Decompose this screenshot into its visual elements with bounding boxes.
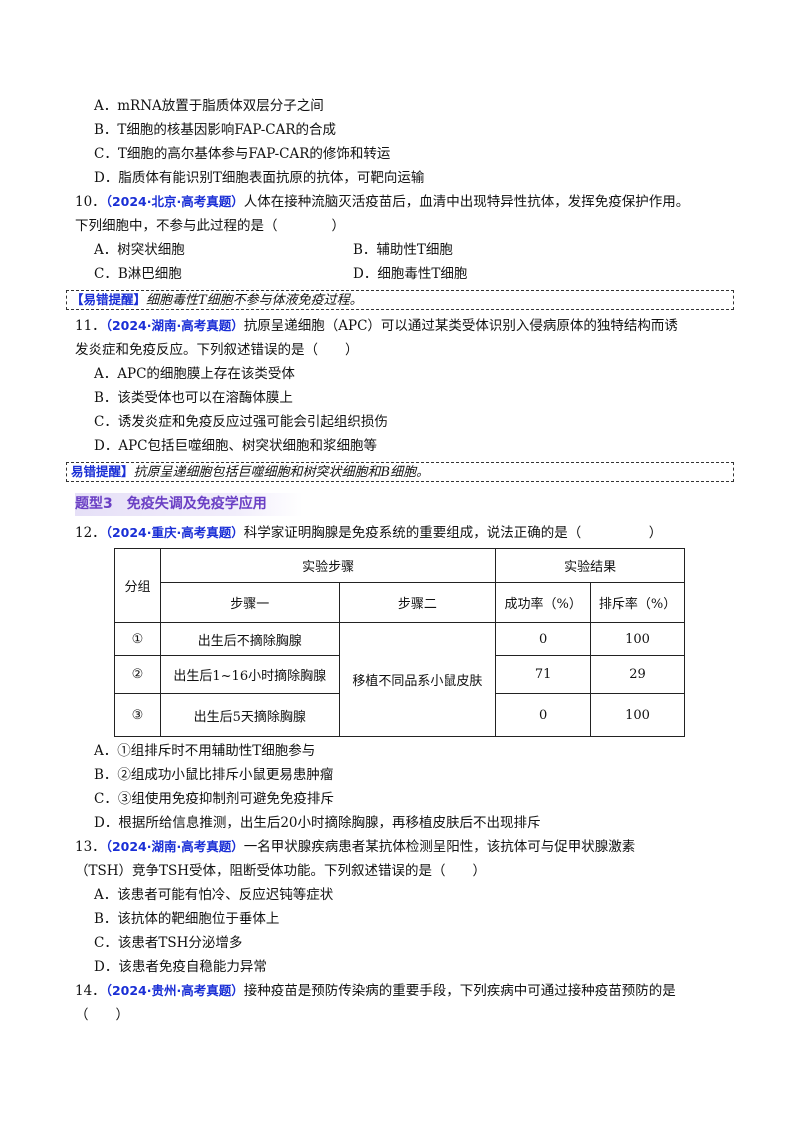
q11-option-d: D．APC包括巨噬细胞、树突状细胞和浆细胞等 [94,438,377,454]
q11-tip-text: 抗原呈递细胞包括巨噬细胞和树突状细胞和B细胞。 [133,465,430,480]
table-cell-step1: 出生后5天摘除胸腺 [159,693,340,737]
q13-stem: 13．（2024·湖南·高考真题）一名甲状腺疾病患者某抗体检测呈阳性，该抗体可与… [75,838,635,856]
table-header-step1: 步骤一 [159,582,340,623]
q10-stem-line2: 下列细胞中，不参与此过程的是（ ） [75,218,345,234]
q10-number: 10． [75,194,106,210]
q12-stem-text: 科学家证明胸腺是免疫系统的重要组成，说法正确的是（ ） [243,525,663,541]
table-cell-group: ① [114,622,161,656]
table-cell-success: 71 [495,655,592,694]
q10-tip-text: 细胞毒性T细胞不参与体液免疫过程。 [146,293,363,308]
table-cell-step1: 出生后不摘除胸腺 [159,622,340,656]
table-header-group: 分组 [114,548,161,623]
q10-tip-tag: 【易错提醒】 [71,292,147,307]
q10-stem: 10．（2024·北京·高考真题）人体在接种流脑灭活疫苗后，血清中出现特异性抗体… [75,193,689,211]
table-cell-reject: 29 [590,655,685,694]
q10-option-b: B．辅助性T细胞 [353,242,453,258]
table-cell-group: ② [114,655,161,694]
q13-number: 13． [75,839,106,855]
table-cell-reject: 100 [590,622,685,656]
q14-number: 14． [75,983,106,999]
table-cell-step2: 移植不同品系小鼠皮肤 [338,622,497,737]
table-header-steps: 实验步骤 [159,548,497,583]
q14-stem-line2: （ ） [75,1007,129,1023]
q10-option-c: C．B淋巴细胞 [94,266,182,282]
q12-number: 12． [75,525,106,541]
q9-option-c: C．T细胞的高尔基体参与FAP-CAR的修饰和转运 [94,146,391,162]
table-header-reject: 排斥率（%） [590,582,685,623]
q11-tip-box: 易错提醒】抗原呈递细胞包括巨噬细胞和树突状细胞和B细胞。 [66,462,734,482]
q10-option-d: D．细胞毒性T细胞 [353,266,468,282]
q11-option-c: C．诱发炎症和免疫反应过强可能会引起组织损伤 [94,414,388,430]
q11-source: （2024·湖南·高考真题） [105,318,244,333]
table-row: ③ 出生后5天摘除胸腺 0 100 [114,693,685,737]
table-cell-reject: 100 [590,693,685,737]
table-cell-success: 0 [495,622,592,656]
table-cell-success: 0 [495,693,592,737]
q11-number: 11． [75,318,106,334]
q9-option-d: D．脂质体有能识别T细胞表面抗原的抗体，可靶向运输 [94,170,425,186]
q13-source: （2024·湖南·高考真题） [105,839,244,854]
table-cell-group: ③ [114,693,161,737]
q11-stem-line1: 抗原呈递细胞（APC）可以通过某类受体识别入侵病原体的独特结构而诱 [243,318,678,334]
q11-stem-line2: 发炎症和免疫反应。下列叙述错误的是（ ） [75,342,359,358]
q10-tip-box: 【易错提醒】细胞毒性T细胞不参与体液免疫过程。 [66,290,734,310]
q12-option-c: C．③组使用免疫抑制剂可避免免疫排斥 [94,791,334,807]
q13-option-a: A．该患者可能有怕冷、反应迟钝等症状 [94,887,334,903]
q11-stem: 11．（2024·湖南·高考真题）抗原呈递细胞（APC）可以通过某类受体识别入侵… [75,317,678,335]
section-title: 题型3 免疫失调及免疫学应用 [75,493,303,516]
q12-source: （2024·重庆·高考真题） [105,525,244,540]
q9-option-b: B．T细胞的核基因影响FAP-CAR的合成 [94,122,337,138]
q13-option-c: C．该患者TSH分泌增多 [94,935,243,951]
q12-option-a: A．①组排斥时不用辅助性T细胞参与 [94,743,316,759]
q9-option-a: A．mRNA放置于脂质体双层分子之间 [94,98,324,114]
table-cell-step1: 出生后1~16小时摘除胸腺 [159,655,340,694]
table-row: ② 出生后1~16小时摘除胸腺 71 29 [114,655,685,694]
q13-option-b: B．该抗体的靶细胞位于垂体上 [94,911,280,927]
q14-source: （2024·贵州·高考真题） [105,983,244,998]
table-header-results: 实验结果 [495,548,685,583]
q13-option-d: D．该患者免疫自稳能力异常 [94,959,267,975]
table-header-success: 成功率（%） [495,582,592,623]
q10-source: （2024·北京·高考真题） [105,194,244,209]
q13-stem-line2: （TSH）竞争TSH受体，阻断受体功能。下列叙述错误的是（ ） [75,863,487,879]
q10-stem-line1: 人体在接种流脑灭活疫苗后，血清中出现特异性抗体，发挥免疫保护作用。 [243,194,690,210]
q12-option-d: D．根据所给信息推测，出生后20小时摘除胸腺，再移植皮肤后不出现排斥 [94,815,541,831]
experiment-table: 分组 实验步骤 实验结果 步骤一 步骤二 成功率（%） 排斥率（%） ① 出生后… [114,548,685,737]
table-row: ① 出生后不摘除胸腺 移植不同品系小鼠皮肤 0 100 [114,622,685,737]
table-header-step2: 步骤二 [338,582,497,623]
q10-option-a: A．树突状细胞 [94,242,185,258]
q14-stem: 14．（2024·贵州·高考真题）接种疫苗是预防传染病的重要手段，下列疾病中可通… [75,982,676,1000]
q13-stem-line1: 一名甲状腺疾病患者某抗体检测呈阳性，该抗体可与促甲状腺激素 [243,839,636,855]
q11-option-a: A．APC的细胞膜上存在该类受体 [94,366,295,382]
q11-option-b: B．该类受体也可以在溶酶体膜上 [94,390,293,406]
q12-option-b: B．②组成功小鼠比排斥小鼠更易患肿瘤 [94,767,334,783]
q12-stem: 12．（2024·重庆·高考真题）科学家证明胸腺是免疫系统的重要组成，说法正确的… [75,524,662,542]
q14-stem-line1: 接种疫苗是预防传染病的重要手段，下列疾病中可通过接种疫苗预防的是 [243,983,676,999]
q11-tip-tag: 易错提醒】 [71,464,134,479]
